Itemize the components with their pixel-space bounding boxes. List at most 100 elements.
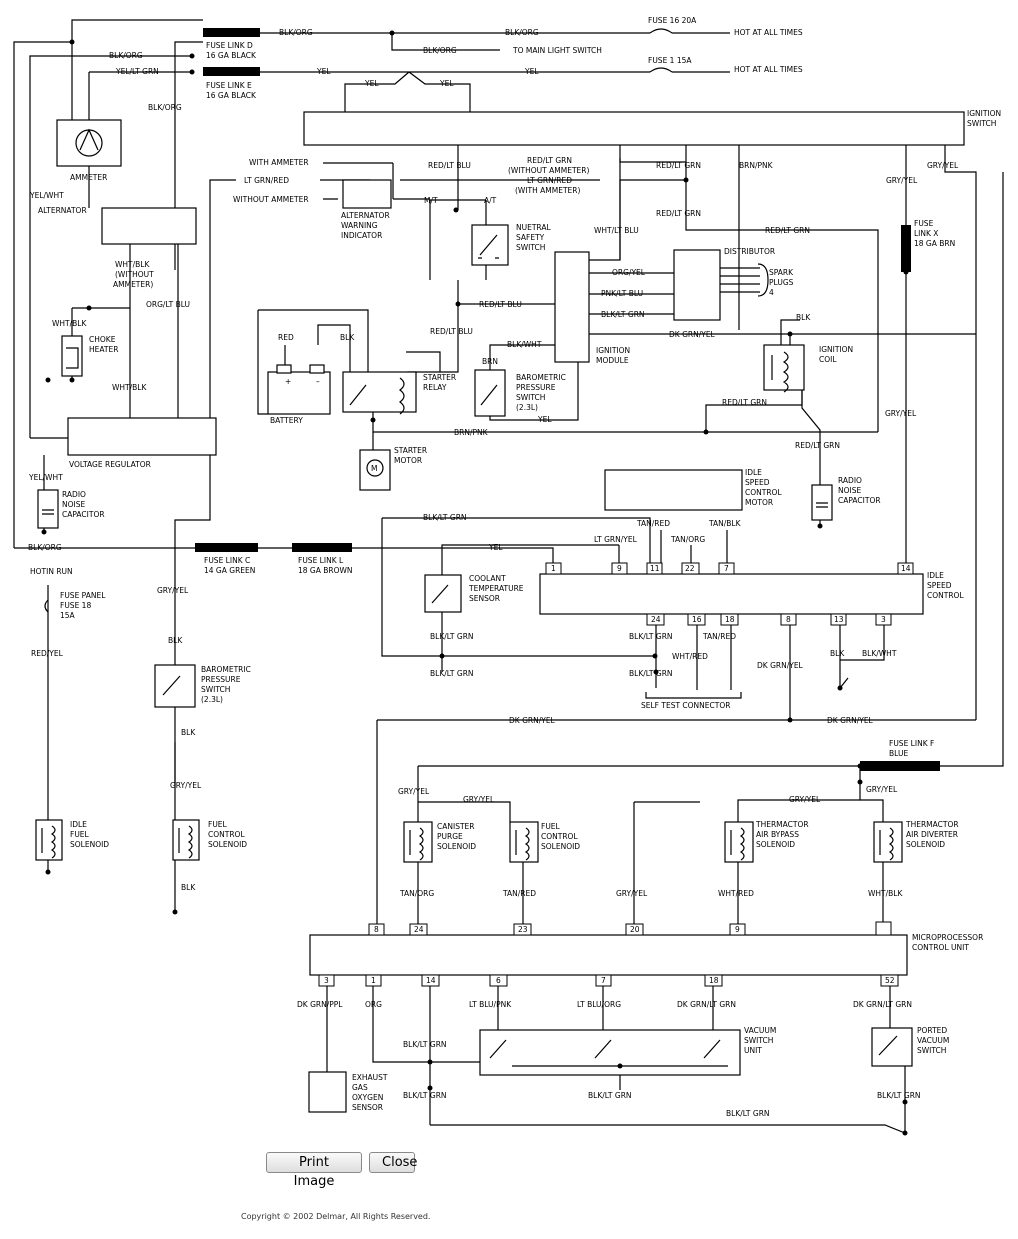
svg-text:–: – bbox=[316, 377, 320, 386]
label: 15A bbox=[60, 611, 76, 620]
label: VACUUM bbox=[744, 1026, 776, 1035]
label: BLK/ORG bbox=[148, 103, 182, 112]
label: 16 GA BLACK bbox=[206, 91, 257, 100]
label: 16 GA BLACK bbox=[206, 51, 257, 60]
label: BLK/ORG bbox=[423, 46, 457, 55]
label: SOLENOID bbox=[756, 840, 795, 849]
barometric-pressure-switch-2 bbox=[154, 664, 196, 708]
pin-label: 20 bbox=[630, 925, 640, 934]
label: SOLENOID bbox=[437, 842, 476, 851]
label: BLK/LT GRN bbox=[877, 1091, 921, 1100]
label: THERMACTOR bbox=[905, 820, 959, 829]
label: STARTER bbox=[394, 446, 427, 455]
label: DK GRN/YEL bbox=[827, 716, 874, 725]
label: AIR DIVERTER bbox=[906, 830, 958, 839]
label: NOISE bbox=[838, 486, 861, 495]
microprocessor-control-unit bbox=[309, 934, 908, 976]
label: ORG/LT BLU bbox=[146, 300, 190, 309]
label: YEL bbox=[364, 79, 379, 88]
vacuum-switch-unit bbox=[479, 1029, 741, 1076]
pin-label: 3 bbox=[881, 615, 886, 624]
pin-label: 8 bbox=[786, 615, 791, 624]
fuse-16-symbol bbox=[649, 28, 673, 34]
label: BLK bbox=[830, 649, 845, 658]
label: SWITCH bbox=[516, 243, 545, 252]
label: SWITCH bbox=[516, 393, 545, 402]
label: DISTRIBUTOR bbox=[724, 247, 775, 256]
label: TAN/ORG bbox=[670, 535, 705, 544]
label: ALTERNATOR bbox=[341, 211, 390, 220]
label: FUEL bbox=[208, 820, 228, 829]
label: SOLENOID bbox=[906, 840, 945, 849]
svg-text:M: M bbox=[371, 464, 377, 473]
distributor bbox=[673, 249, 721, 321]
thermactor-air-diverter-solenoid bbox=[873, 821, 903, 863]
label: WHT/BLK bbox=[115, 260, 150, 269]
label: 4 bbox=[769, 288, 774, 297]
label: ORG/YEL bbox=[612, 268, 646, 277]
label: TEMPERATURE bbox=[468, 584, 524, 593]
ported-vacuum-switch bbox=[871, 1027, 913, 1067]
label: WHT/BLK bbox=[112, 383, 147, 392]
radio-noise-capacitor-1 bbox=[37, 489, 59, 529]
label: RED/LT BLU bbox=[430, 327, 473, 336]
close-button[interactable]: Close bbox=[369, 1152, 417, 1173]
coolant-temperature-sensor bbox=[424, 574, 462, 613]
label: RELAY bbox=[423, 383, 447, 392]
label: HEATER bbox=[89, 345, 118, 354]
pin-label: 23 bbox=[518, 925, 528, 934]
label: IDLE bbox=[927, 571, 944, 580]
pin-label: 13 bbox=[834, 615, 844, 624]
label: GRY/YEL bbox=[927, 161, 959, 170]
label: BLK/LT GRN bbox=[629, 632, 673, 641]
label: TAN/BLK bbox=[708, 519, 742, 528]
exhaust-gas-oxygen-sensor bbox=[308, 1071, 347, 1113]
label: BLK bbox=[181, 728, 196, 737]
label: LT BLU/PNK bbox=[469, 1000, 512, 1009]
label: YEL bbox=[488, 543, 503, 552]
pin-label: 24 bbox=[651, 615, 661, 624]
label: RED/LT GRN bbox=[656, 209, 701, 218]
label: THERMACTOR bbox=[755, 820, 809, 829]
pin-label: 18 bbox=[725, 615, 735, 624]
label: RED/YEL bbox=[31, 649, 64, 658]
label: CAPACITOR bbox=[838, 496, 881, 505]
label: IGNITION bbox=[596, 346, 630, 355]
fuse-1-symbol bbox=[649, 67, 673, 73]
label: BLK/LT GRN bbox=[403, 1091, 447, 1100]
canister-purge-solenoid bbox=[403, 821, 433, 863]
pin-label: 24 bbox=[414, 925, 424, 934]
print-image-button[interactable]: Print Image bbox=[266, 1152, 362, 1189]
pin-label: 18 bbox=[709, 976, 719, 985]
isc-unit bbox=[539, 573, 924, 615]
label: BLUE bbox=[889, 749, 908, 758]
label: DK GRN/YEL bbox=[509, 716, 556, 725]
label: TAN/RED bbox=[636, 519, 670, 528]
label: SWITCH bbox=[744, 1036, 773, 1045]
svg-text:+: + bbox=[285, 377, 291, 386]
label: LINK X bbox=[914, 229, 938, 238]
label: (WITHOUT bbox=[115, 270, 154, 279]
label: PRESSURE bbox=[201, 675, 241, 684]
label: FUSE PANEL bbox=[60, 591, 106, 600]
label: BLK/ORG bbox=[109, 51, 143, 60]
label: MICROPROCESSOR bbox=[912, 933, 983, 942]
label: WHT/RED bbox=[672, 652, 708, 661]
label: DK GRN/YEL bbox=[669, 330, 716, 339]
label: FUSE LINK F bbox=[889, 739, 934, 748]
label: MOTOR bbox=[745, 498, 773, 507]
label: MOTOR bbox=[394, 456, 422, 465]
label: SELF TEST CONNECTOR bbox=[641, 701, 730, 710]
label: BLK/ORG bbox=[505, 28, 539, 37]
label: RED/LT GRN bbox=[527, 156, 572, 165]
label: WITHOUT AMMETER bbox=[233, 195, 309, 204]
label: SENSOR bbox=[469, 594, 500, 603]
ammeter bbox=[56, 119, 122, 167]
label: HOT AT ALL TIMES bbox=[734, 65, 803, 74]
label: NUETRAL bbox=[516, 223, 551, 232]
label: CAPACITOR bbox=[62, 510, 105, 519]
label: CONTROL bbox=[927, 591, 964, 600]
label: IGNITION bbox=[819, 345, 853, 354]
label: FUSE 16 20A bbox=[648, 16, 697, 25]
